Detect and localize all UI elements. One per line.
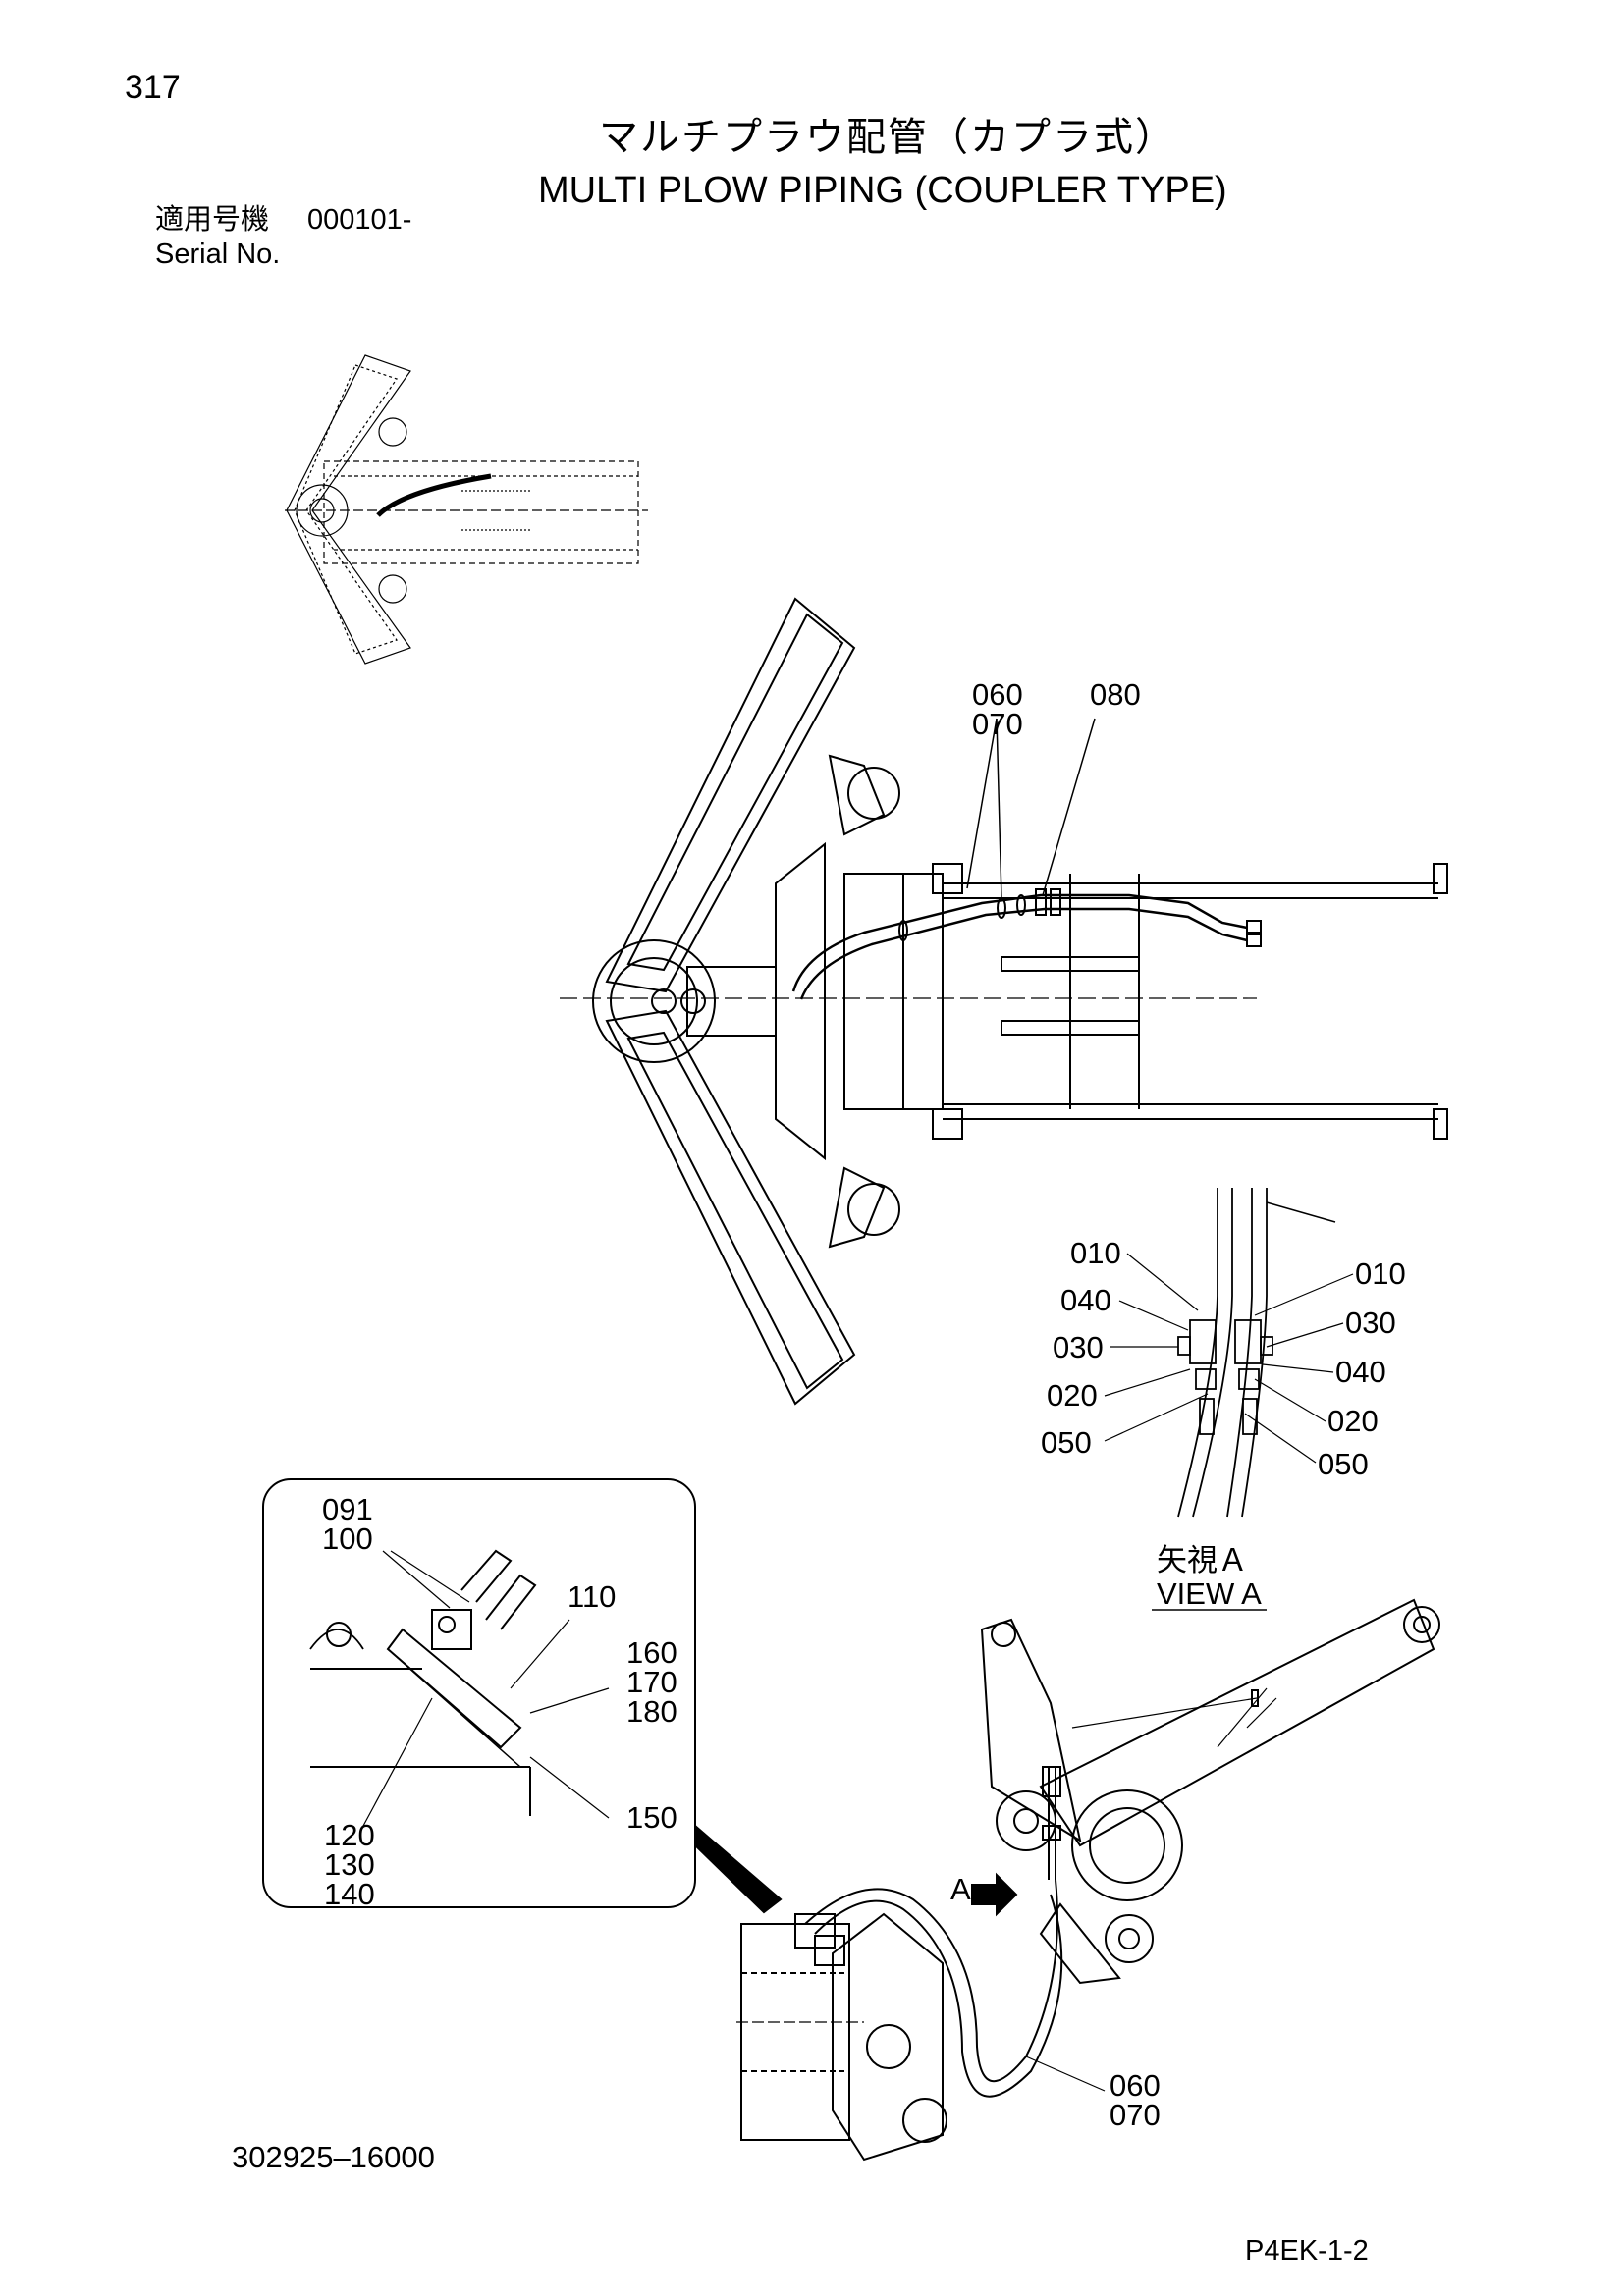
view-a-left-4: 020 — [1047, 1378, 1098, 1413]
detail-callout-140: 140 — [324, 1877, 375, 1911]
detail-callout-110: 110 — [568, 1579, 616, 1614]
view-a-left-1: 010 — [1070, 1236, 1121, 1270]
page-title-japanese: マルチプラウ配管（カプラ式） — [599, 116, 1176, 159]
main-plow-top-view — [560, 597, 1448, 1406]
overview-thumbnail — [285, 354, 648, 665]
view-a-detail — [1104, 1188, 1354, 1611]
view-a-left-3: 030 — [1053, 1330, 1104, 1364]
arrow-a-label: A — [950, 1872, 971, 1906]
detail-callout-170: 170 — [626, 1665, 677, 1699]
callout-070-top: 070 — [972, 707, 1023, 741]
view-a-left-2: 040 — [1060, 1283, 1111, 1317]
callout-060-top: 060 — [972, 677, 1023, 712]
detail-box — [262, 1478, 783, 1914]
serial-value: 000101- — [307, 204, 412, 236]
page-title-english: MULTI PLOW PIPING (COUPLER TYPE) — [538, 170, 1227, 211]
view-a-right-3: 040 — [1335, 1355, 1386, 1389]
view-a-right-2: 030 — [1345, 1306, 1396, 1340]
view-a-label-jp: 矢視Ａ — [1157, 1543, 1248, 1577]
view-a-right-4: 020 — [1327, 1404, 1379, 1438]
view-a-right-5: 050 — [1318, 1447, 1369, 1481]
callout-060-bottom: 060 — [1110, 2068, 1161, 2103]
serial-label-english: Serial No. — [155, 239, 281, 270]
detail-callout-160: 160 — [626, 1635, 677, 1670]
side-view-arm — [736, 1598, 1440, 2162]
view-a-label-en: VIEW A — [1157, 1576, 1262, 1611]
callout-080: 080 — [1090, 677, 1141, 712]
callout-070-bottom: 070 — [1110, 2098, 1161, 2132]
detail-callout-150: 150 — [626, 1800, 677, 1835]
drawing-number: 302925–16000 — [232, 2140, 435, 2174]
page-number: 317 — [125, 69, 181, 106]
detail-callout-100: 100 — [322, 1522, 373, 1556]
view-a-right-1: 010 — [1355, 1256, 1406, 1291]
detail-callout-130: 130 — [324, 1847, 375, 1882]
detail-callout-180: 180 — [626, 1694, 677, 1729]
detail-callout-091: 091 — [322, 1492, 373, 1526]
sheet-code: P4EK-1-2 — [1245, 2235, 1369, 2267]
view-a-left-5: 050 — [1041, 1425, 1092, 1460]
detail-callout-120: 120 — [324, 1818, 375, 1852]
serial-label-japanese: 適用号機 — [155, 204, 270, 236]
